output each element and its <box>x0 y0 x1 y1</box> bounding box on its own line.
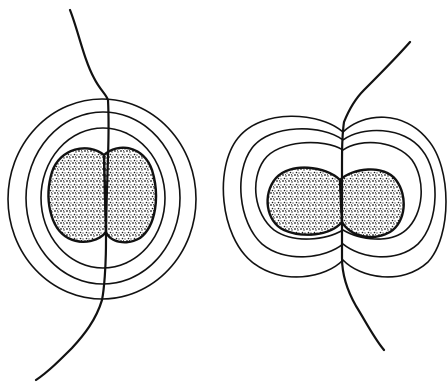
left-cell <box>8 10 196 380</box>
right-nucleus-lobe-a <box>268 168 342 235</box>
right-nucleus-lobe-b <box>340 169 404 237</box>
left-nucleus-lobe-b <box>104 148 156 243</box>
right-cell <box>223 42 446 350</box>
left-nucleus-lobe-a <box>49 148 106 241</box>
